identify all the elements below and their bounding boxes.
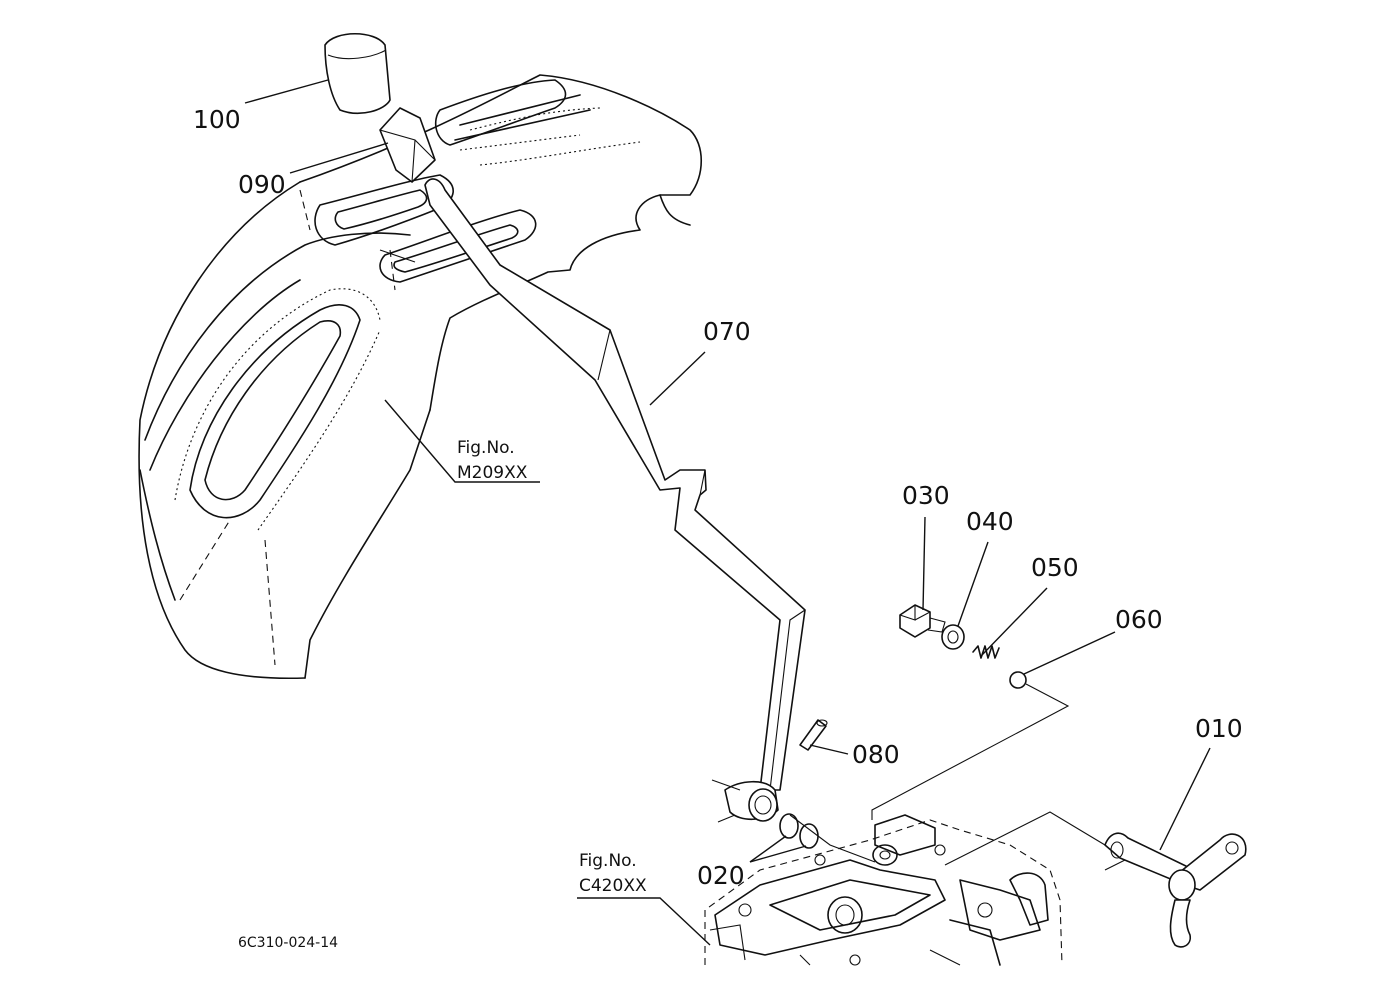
transmission-housing [704,814,1063,966]
leader-010 [1159,747,1211,851]
o-rings [779,813,819,849]
label-060: 060 [1115,605,1163,634]
label-090: 090 [238,170,286,199]
leader-080 [809,744,849,755]
leader-housing [577,897,711,946]
leader-050 [981,587,1048,656]
label-100: 100 [193,105,241,134]
leader-030 [922,516,926,611]
label-030: 030 [902,481,950,510]
ref-housing-line1: Fig.No. [579,851,637,871]
detent-spring [972,645,1000,659]
label-070: 070 [703,317,751,346]
leader-070 [649,351,706,406]
ref-fender-line1: Fig.No. [457,438,515,458]
ref-housing-line2: C420XX [579,876,647,896]
part-labels: 100 090 070 030 040 050 060 080 010 020 [193,105,1243,890]
label-020: 020 [697,861,745,890]
leader-090 [289,142,389,174]
grip-sleeve [379,107,436,183]
detent-ball [1009,671,1027,689]
shift-knob [324,33,391,115]
leader-fender [384,399,540,483]
shift-arm [1104,832,1247,948]
figure-references: Fig.No. M209XX Fig.No. C420XX [457,438,647,896]
leader-lines [244,79,1211,946]
spring-pin [799,719,828,751]
leader-020a [749,835,787,863]
detent-bolt [899,604,946,638]
label-050: 050 [1031,553,1079,582]
label-040: 040 [966,507,1014,536]
assembly-lines [379,249,1106,866]
shift-lever [424,178,806,823]
leader-040 [957,541,989,627]
label-010: 010 [1195,714,1243,743]
leader-100 [244,79,329,104]
drawing-code: 6C310-024-14 [238,935,338,951]
leader-060 [1023,631,1116,675]
leader-020b [749,845,807,863]
label-080: 080 [852,740,900,769]
ref-fender-line2: M209XX [457,463,528,483]
detent-washer [941,624,965,650]
